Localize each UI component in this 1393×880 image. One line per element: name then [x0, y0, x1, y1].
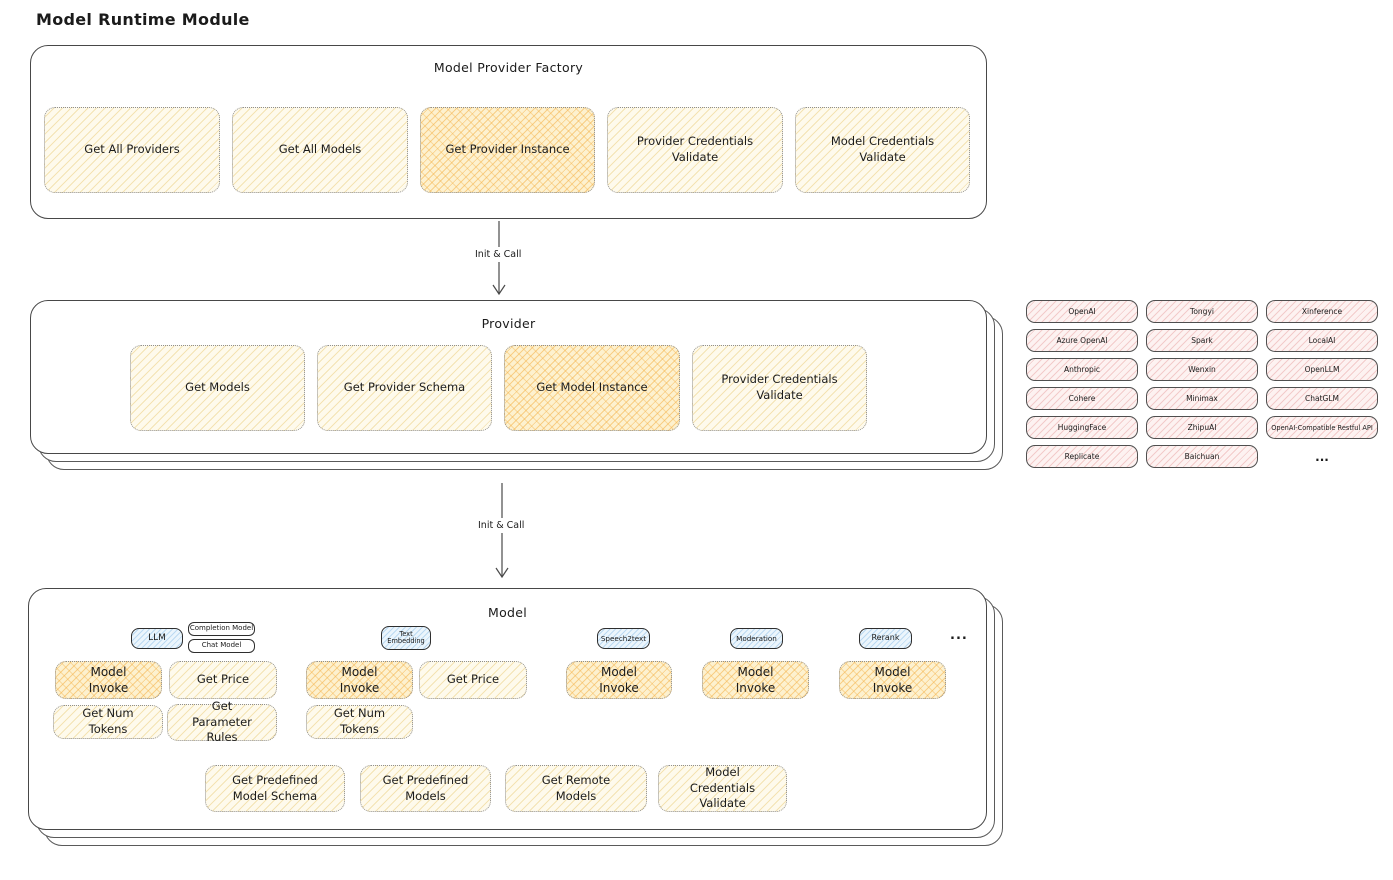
button-get-provider-instance: Get Provider Instance [420, 107, 595, 193]
button-model-invoke-llm: Model Invoke [55, 661, 162, 699]
button-get-model-instance: Get Model Instance [504, 345, 680, 431]
provider-chip-cohere: Cohere [1026, 387, 1138, 410]
type-tag-chat-model: Chat Model [188, 639, 255, 653]
button-get-remote-models: Get Remote Models [505, 765, 647, 812]
button-get-all-models: Get All Models [232, 107, 408, 193]
button-model-credentials-validate-factory: Model Credentials Validate [795, 107, 970, 193]
provider-chip-chatglm: ChatGLM [1266, 387, 1378, 410]
provider-chip-wenxin: Wenxin [1146, 358, 1258, 381]
provider-chip-anthropic: Anthropic [1026, 358, 1138, 381]
provider-chip-azure-openai: Azure OpenAI [1026, 329, 1138, 352]
provider-list-ellipsis: ... [1315, 449, 1329, 464]
button-model-invoke-rerank: Model Invoke [839, 661, 946, 699]
provider-chip-tongyi: Tongyi [1146, 300, 1258, 323]
button-get-predefined-model-schema: Get Predefined Model Schema [205, 765, 345, 812]
provider-title: Provider [481, 316, 536, 331]
button-provider-credentials-validate: Provider Credentials Validate [692, 345, 867, 431]
type-tags-ellipsis: ... [950, 628, 968, 643]
button-get-provider-schema: Get Provider Schema [317, 345, 492, 431]
button-get-num-tokens-llm: Get Num Tokens [53, 705, 163, 739]
provider-chip-huggingface: HuggingFace [1026, 416, 1138, 439]
provider-chip-localai: LocalAI [1266, 329, 1378, 352]
provider-chip-minimax: Minimax [1146, 387, 1258, 410]
type-tag-llm: LLM [131, 628, 183, 649]
button-get-num-tokens-text-embedding: Get Num Tokens [306, 705, 413, 739]
provider-chip-openai: OpenAI [1026, 300, 1138, 323]
button-get-price-llm: Get Price [169, 661, 277, 699]
provider-chip-replicate: Replicate [1026, 445, 1138, 468]
provider-chip-baichuan: Baichuan [1146, 445, 1258, 468]
type-tag-speech2text: Speech2text [597, 628, 650, 649]
model-title: Model [487, 605, 528, 620]
button-model-invoke-speech2text: Model Invoke [566, 661, 672, 699]
button-get-predefined-models: Get Predefined Models [360, 765, 491, 812]
arrow-label-init-call-1: Init & Call [471, 247, 526, 262]
button-get-parameter-rules: Get Parameter Rules [167, 699, 277, 744]
button-model-credentials-validate: Model Credentials Validate [658, 765, 787, 812]
type-tag-text-embedding: Text Embedding [381, 626, 431, 650]
provider-chip-zhipuai: ZhipuAI [1146, 416, 1258, 439]
factory-title: Model Provider Factory [433, 60, 584, 75]
button-get-models: Get Models [130, 345, 305, 431]
button-get-all-providers: Get All Providers [44, 107, 220, 193]
arrow-label-init-call-2: Init & Call [474, 518, 529, 533]
provider-list: OpenAI Tongyi Xinference Azure OpenAI Sp… [1026, 300, 1378, 468]
button-model-invoke-text-embedding: Model Invoke [306, 661, 413, 699]
type-tag-completion-model: Completion Model [188, 622, 255, 636]
type-tag-moderation: Moderation [730, 628, 783, 649]
button-model-invoke-moderation: Model Invoke [702, 661, 809, 699]
provider-chip-openllm: OpenLLM [1266, 358, 1378, 381]
provider-chip-xinference: Xinference [1266, 300, 1378, 323]
provider-chip-spark: Spark [1146, 329, 1258, 352]
type-tag-rerank: Rerank [859, 628, 912, 649]
button-get-price-text-embedding: Get Price [419, 661, 527, 699]
provider-chip-openai-compatible: OpenAI-Compatible Restful API [1266, 416, 1378, 439]
page-title: Model Runtime Module [36, 10, 250, 29]
button-provider-credentials-validate-factory: Provider Credentials Validate [607, 107, 783, 193]
